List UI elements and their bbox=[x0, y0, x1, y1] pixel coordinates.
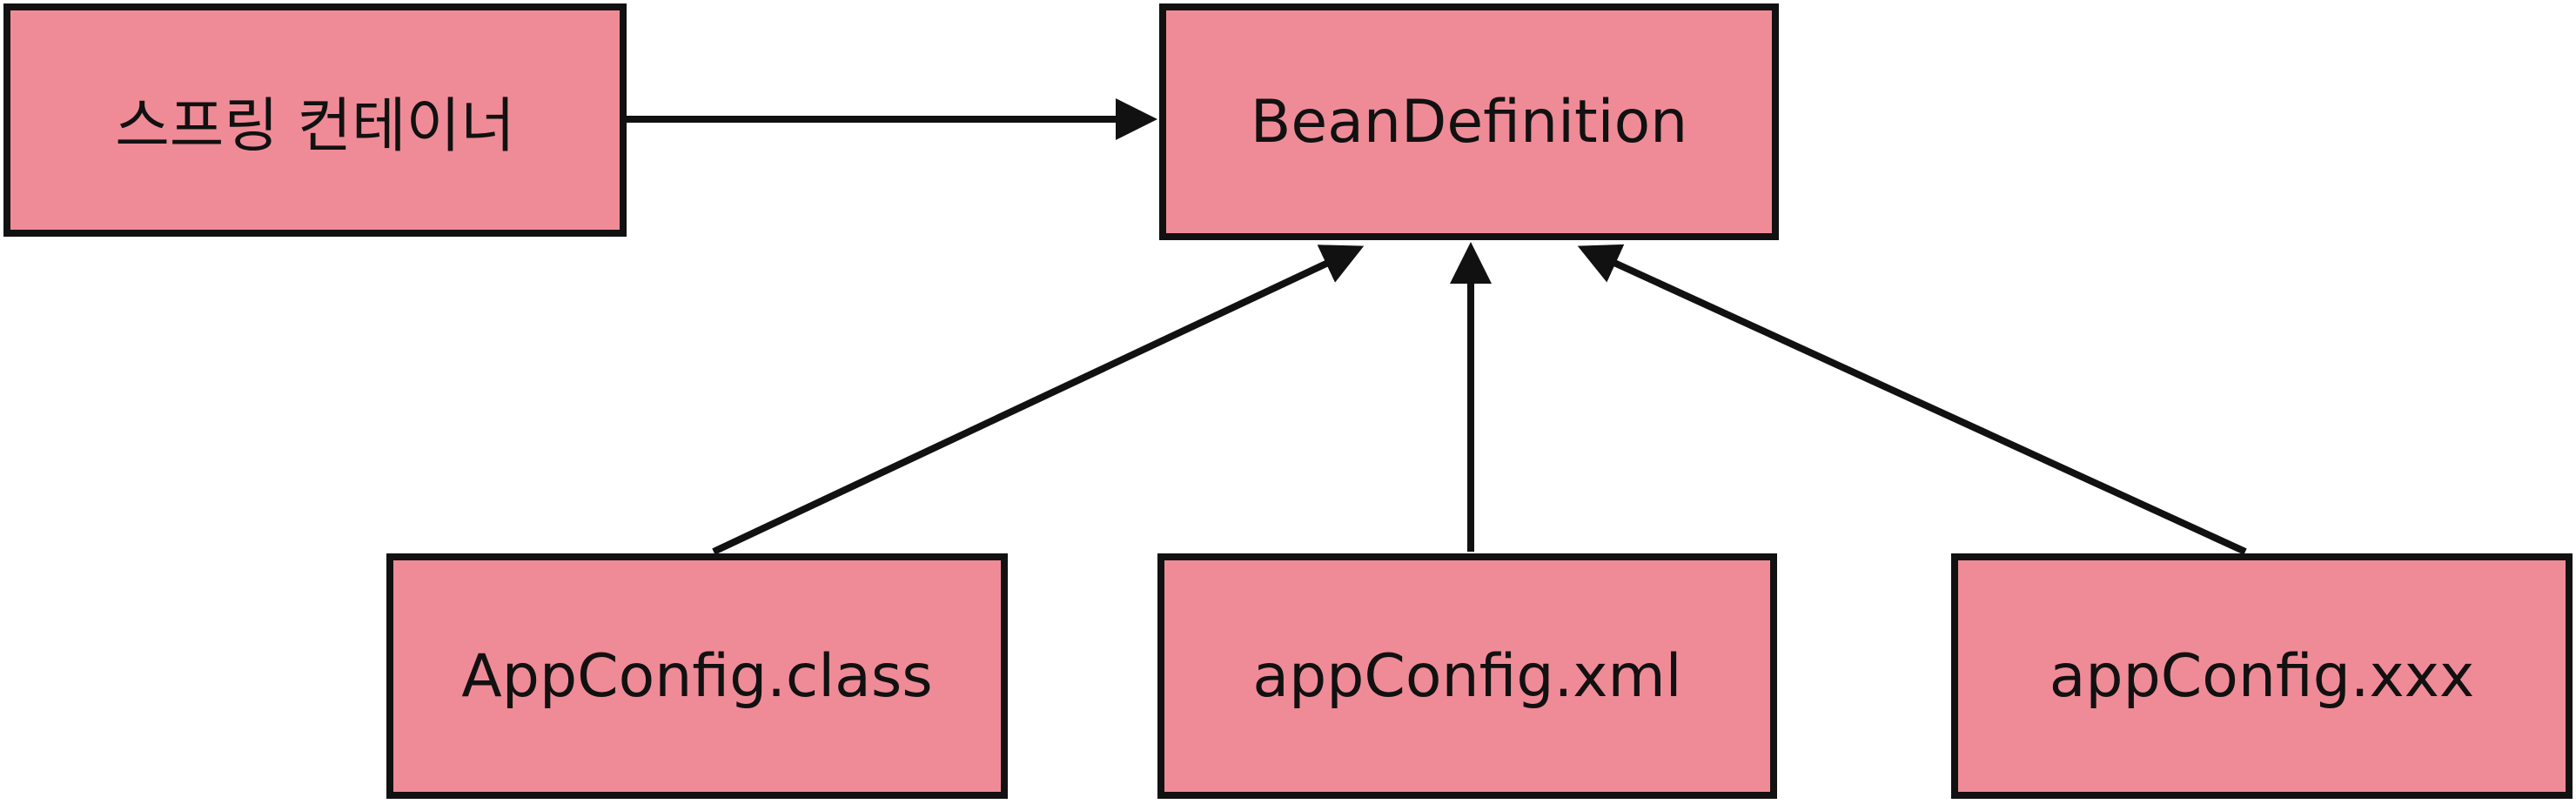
bean-definition-label: BeanDefinition bbox=[1250, 87, 1688, 157]
bean-definition-box: BeanDefinition bbox=[1159, 3, 1779, 240]
appconfig-xxx-box: appConfig.xxx bbox=[1951, 553, 2573, 799]
spring-container-label: 스프링 컨테이너 bbox=[115, 91, 515, 161]
appconfig-class-box: AppConfig.class bbox=[386, 553, 1008, 799]
arrow-appconfig-class-to-beandefinition bbox=[712, 245, 1365, 555]
appconfig-xxx-label: appConfig.xxx bbox=[2049, 641, 2475, 711]
appconfig-xml-label: appConfig.xml bbox=[1252, 641, 1682, 711]
appconfig-class-label: AppConfig.class bbox=[461, 641, 933, 711]
arrow-appconfig-xxx-to-beandefinition bbox=[1577, 244, 2247, 555]
appconfig-xml-box: appConfig.xml bbox=[1157, 553, 1777, 799]
spring-container-box: 스프링 컨테이너 bbox=[3, 3, 627, 237]
